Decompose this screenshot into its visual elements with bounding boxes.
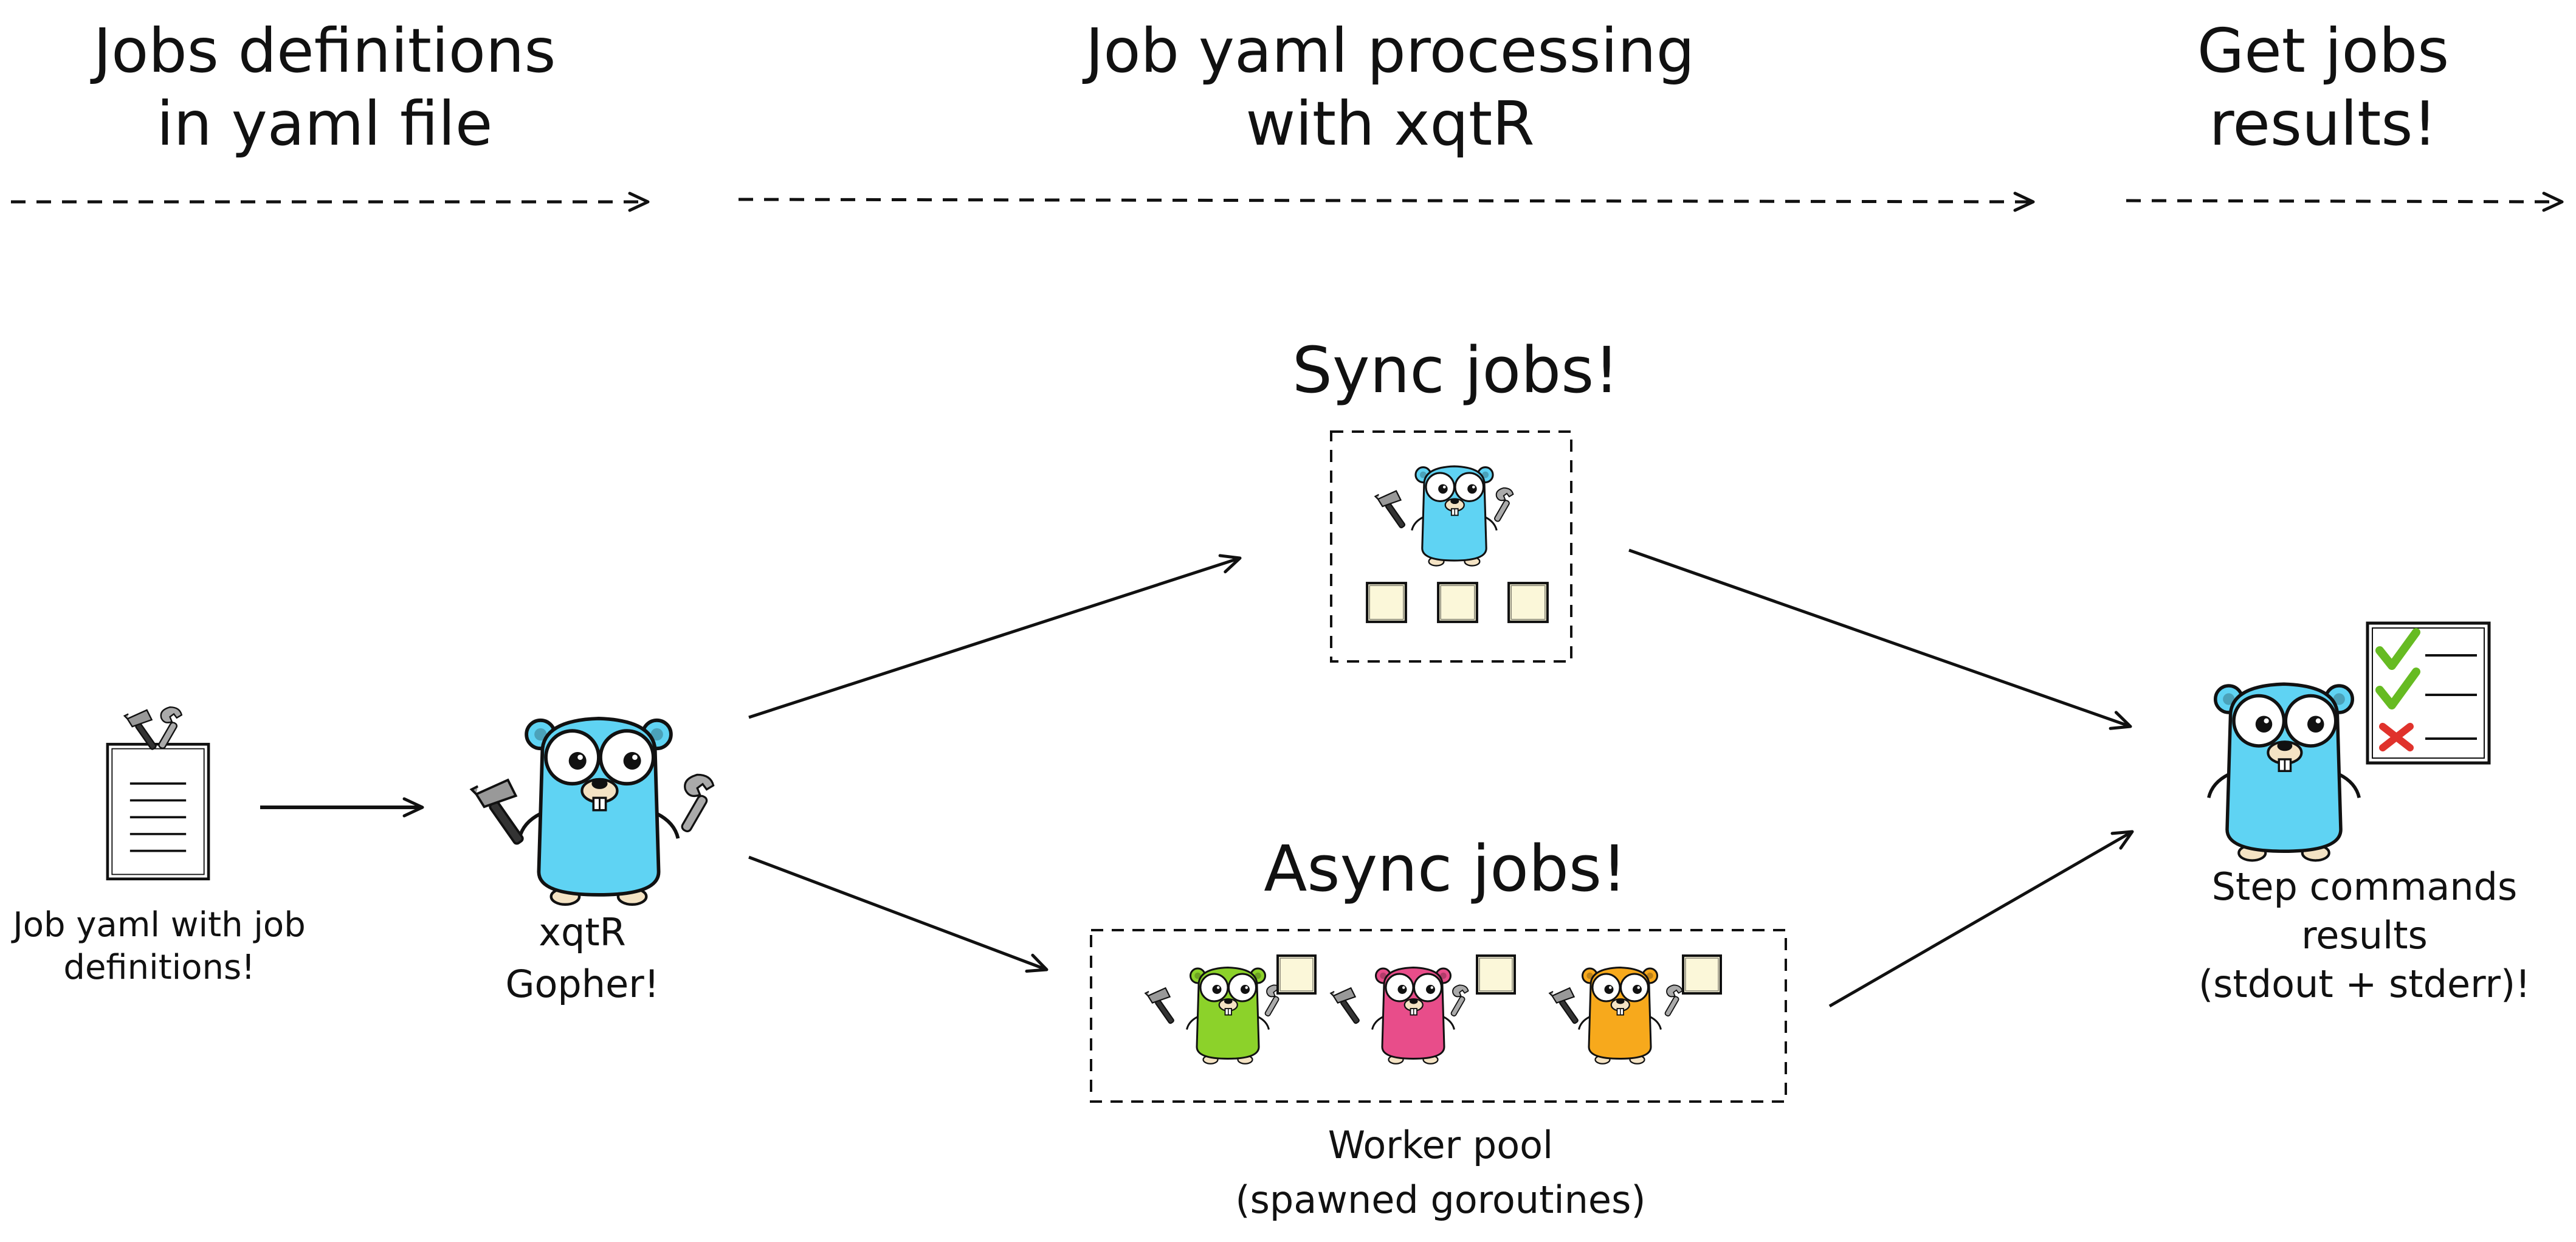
header-job-definitions-line2: in yaml file <box>157 88 493 159</box>
stage-arrow-3 <box>2126 191 2564 212</box>
task-box-icon <box>1682 954 1722 995</box>
async-jobs-title: Async jobs! <box>1264 832 1627 906</box>
check-icon <box>2375 628 2420 670</box>
wrench-icon <box>1450 984 1469 1018</box>
gopher-icon <box>2209 684 2360 860</box>
header-get-results-line2: results! <box>2209 88 2437 159</box>
arrow-async-to-results <box>1828 830 2134 1008</box>
document-icon <box>108 744 208 879</box>
gopher-icon <box>1578 967 1662 1065</box>
results-caption-line3: (stdout + stderr)! <box>2199 962 2530 1006</box>
async-jobs: Async jobs! Worker pool (spawned gorouti… <box>1090 832 1787 1222</box>
wrench-icon <box>680 773 715 834</box>
yaml-document-caption-line2: definitions! <box>63 948 255 987</box>
gopher-icon <box>520 719 678 905</box>
yaml-document: Job yaml with job definitions! <box>11 706 306 987</box>
xqtr-gopher-caption-line2: Gopher! <box>505 962 659 1006</box>
gopher-icon <box>1186 967 1270 1065</box>
wrench-icon <box>1493 487 1514 523</box>
task-box-icon <box>1438 583 1477 622</box>
arrow-gopher-to-async <box>748 855 1049 973</box>
hammer-icon <box>470 779 525 846</box>
sync-jobs-title: Sync jobs! <box>1292 333 1619 407</box>
header-yaml-processing: Job yaml processing with xqtR <box>1082 15 1695 159</box>
stage-arrow-2 <box>738 191 2035 212</box>
header-yaml-processing-line1: Job yaml processing <box>1082 15 1695 86</box>
worker-pool-caption-line1: Worker pool <box>1328 1123 1554 1167</box>
worker-pool-caption-line2: (spawned goroutines) <box>1235 1178 1645 1222</box>
gopher-icon <box>1371 967 1455 1065</box>
gopher-icon <box>1411 465 1498 567</box>
results-gopher: Step commands results (stdout + stderr)! <box>2199 621 2530 1006</box>
task-box-icon <box>1476 954 1516 995</box>
hammer-icon <box>1374 490 1407 530</box>
header-job-definitions: Jobs definitions in yaml file <box>90 15 556 159</box>
sync-jobs: Sync jobs! <box>1292 333 1619 663</box>
arrow-gopher-to-sync <box>748 554 1242 719</box>
task-box-icon <box>1509 583 1548 622</box>
wrench-icon <box>1664 984 1683 1018</box>
cross-icon <box>2379 723 2414 751</box>
header-get-results-line1: Get jobs <box>2197 15 2450 86</box>
task-box-icon <box>1367 583 1406 622</box>
sync-jobs-box <box>1330 430 1572 663</box>
hammer-icon <box>1330 987 1361 1025</box>
checklist-icon <box>2366 621 2491 765</box>
header-get-results: Get jobs results! <box>2197 15 2450 159</box>
task-box-icon <box>1276 954 1317 995</box>
results-caption-line1: Step commands <box>2212 864 2518 909</box>
header-yaml-processing-line2: with xqtR <box>1245 88 1534 159</box>
yaml-document-caption-line1: Job yaml with job <box>11 905 305 945</box>
results-caption-line2: results <box>2301 913 2428 957</box>
hammer-icon <box>1549 987 1580 1025</box>
check-icon <box>2375 668 2420 709</box>
header-job-definitions-line1: Jobs definitions <box>90 15 556 86</box>
hammer-icon <box>1145 987 1176 1025</box>
xqtr-gopher: xqtR Gopher! <box>470 719 715 1006</box>
xqtr-gopher-caption-line1: xqtR <box>539 910 625 954</box>
arrow-sync-to-results <box>1628 548 2132 730</box>
